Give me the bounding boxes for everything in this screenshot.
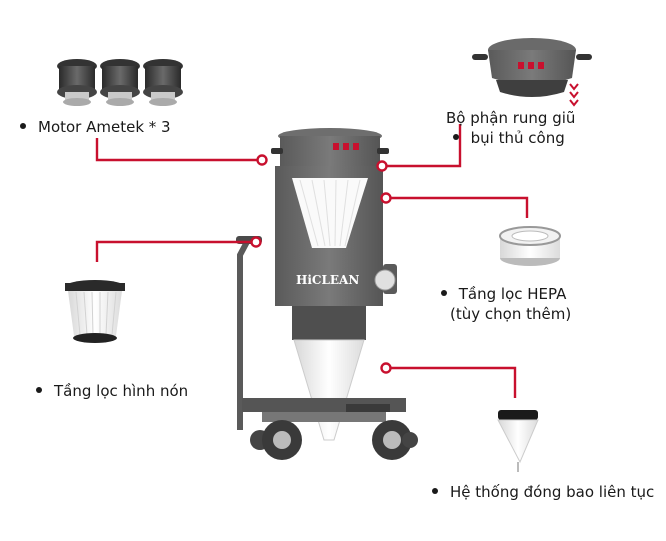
callout-line-shaker bbox=[386, 124, 462, 168]
bullet-dot bbox=[432, 487, 438, 494]
callout-anchor-shaker bbox=[376, 160, 388, 172]
vacuum-machine: HiCLEAN bbox=[236, 128, 418, 460]
bag-cone-icon bbox=[497, 410, 539, 472]
callout-shaker: Bộ phận rung giũ bụi thủ công bbox=[446, 108, 575, 148]
hepa-filter-icon bbox=[499, 226, 561, 266]
callout-cone-label: Tầng lọc hình nón bbox=[54, 382, 189, 400]
brand-logo: HiCLEAN bbox=[296, 273, 359, 287]
callout-line-cone bbox=[95, 240, 252, 262]
bullet-dot bbox=[36, 386, 42, 393]
callout-anchor-motor bbox=[256, 154, 268, 166]
motor-icon bbox=[57, 59, 183, 106]
callout-line-bagging bbox=[390, 366, 517, 398]
callout-cone: Tầng lọc hình nón bbox=[36, 381, 188, 401]
callout-anchor-hepa bbox=[380, 192, 392, 204]
callout-lines bbox=[95, 124, 529, 398]
callout-shaker-line2: bụi thủ công bbox=[442, 128, 575, 148]
callout-shaker-line1: Bộ phận rung giũ bbox=[446, 109, 576, 127]
callout-bagging-label: Hệ thống đóng bao liên tục bbox=[450, 483, 655, 501]
bullet-dot bbox=[452, 133, 459, 140]
callout-motor-label: Motor Ametek * 3 bbox=[38, 118, 171, 136]
bullet-dot bbox=[20, 122, 26, 129]
callout-hepa-line1: Tầng lọc HEPA bbox=[436, 284, 571, 304]
callout-bagging: Hệ thống đóng bao liên tục bbox=[432, 482, 654, 502]
bullet-dot bbox=[440, 289, 447, 296]
callout-anchor-bagging bbox=[380, 362, 392, 374]
callout-hepa: Tầng lọc HEPA (tùy chọn thêm) bbox=[436, 284, 571, 324]
callout-motor: Motor Ametek * 3 bbox=[20, 117, 171, 137]
cone-filter-icon bbox=[65, 280, 125, 343]
callout-line-motor bbox=[95, 138, 258, 162]
callout-anchor-cone bbox=[250, 236, 262, 248]
callout-hepa-line2: (tùy chọn thêm) bbox=[450, 305, 572, 323]
shaker-head-icon bbox=[472, 38, 592, 107]
callout-line-hepa bbox=[390, 196, 529, 218]
